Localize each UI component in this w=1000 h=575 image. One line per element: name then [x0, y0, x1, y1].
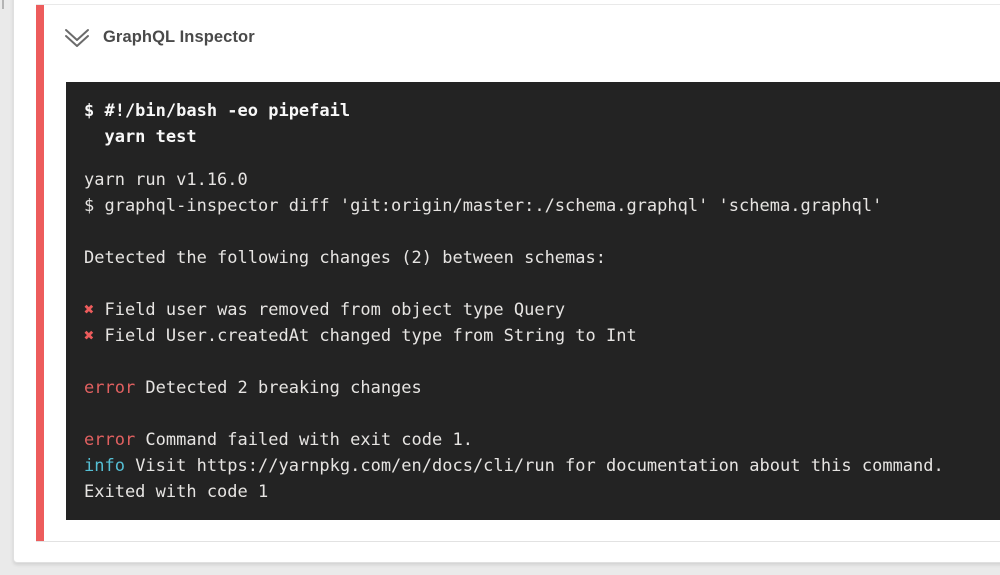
step-section-top-divider — [36, 4, 1000, 5]
text-token: Detected 2 breaking changes — [135, 378, 422, 398]
double-chevron-down-icon[interactable] — [64, 26, 90, 48]
terminal-line: Exited with code 1 — [84, 479, 990, 505]
terminal-line: yarn run v1.16.0 — [84, 167, 990, 193]
info-token: info — [84, 456, 125, 476]
text-token: Visit https://yarnpkg.com/en/docs/cli/ru… — [124, 456, 944, 476]
text-token: Detected the following changes (2) betwe… — [84, 248, 606, 268]
terminal-line — [84, 271, 990, 297]
text-token: Field user was removed from object type … — [94, 300, 566, 320]
step-title: GraphQL Inspector — [103, 27, 255, 46]
terminal-line: info Visit https://yarnpkg.com/en/docs/c… — [84, 453, 990, 479]
step-header-row[interactable]: GraphQL Inspector — [64, 25, 255, 49]
scrollbar-artifact — [2, 0, 4, 9]
terminal-line — [84, 219, 990, 245]
cross-token: ✖ — [84, 300, 95, 320]
cross-token: ✖ — [84, 326, 95, 346]
terminal-line: $ graphql-inspector diff 'git:origin/mas… — [84, 193, 990, 219]
terminal-line: yarn test — [84, 127, 197, 147]
terminal-line: error Command failed with exit code 1. — [84, 427, 990, 453]
step-section-bottom-divider — [36, 541, 1000, 542]
error-token: error — [84, 378, 136, 398]
failed-step-indicator-bar — [36, 5, 44, 541]
text-token: $ graphql-inspector diff 'git:origin/mas… — [84, 196, 883, 216]
terminal-line: Detected the following changes (2) betwe… — [84, 245, 990, 271]
terminal-line: ✖ Field User.createdAt changed type from… — [84, 323, 990, 349]
text-token: Command failed with exit code 1. — [135, 430, 473, 450]
terminal-line — [84, 349, 990, 375]
text-token: Exited with code 1 — [84, 482, 269, 502]
terminal-line: error Detected 2 breaking changes — [84, 375, 990, 401]
terminal-output: $ #!/bin/bash -eo pipefail yarn test yar… — [66, 82, 1000, 520]
text-token: Field User.createdAt changed type from S… — [94, 326, 637, 346]
text-token: yarn run v1.16.0 — [84, 170, 248, 190]
terminal-output-block: yarn run v1.16.0 $ graphql-inspector diff… — [84, 167, 990, 505]
terminal-line: ✖ Field user was removed from object typ… — [84, 297, 990, 323]
error-token: error — [84, 430, 136, 450]
terminal-line: $ #!/bin/bash -eo pipefail — [84, 101, 351, 121]
terminal-line — [84, 401, 990, 427]
terminal-command-block: $ #!/bin/bash -eo pipefail yarn test — [84, 98, 990, 150]
